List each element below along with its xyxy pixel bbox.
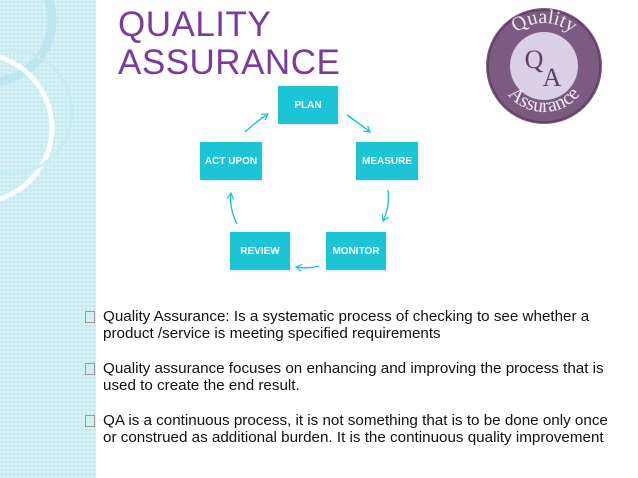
bullet-text: Quality assurance focuses on enhancing a… xyxy=(103,360,604,394)
bullet-text: Quality Assurance: Is a systematic proce… xyxy=(103,308,590,342)
logo-q-letter: Q xyxy=(525,45,544,74)
bullet-text: QA is a continuous process, it is not so… xyxy=(103,412,608,446)
arrow-monitor-to-review xyxy=(296,266,320,268)
page-title: QUALITY ASSURANCE xyxy=(118,6,340,82)
cycle-step-monitor: MONITOR xyxy=(326,232,386,270)
bullet-marker-icon xyxy=(85,363,95,375)
bullet-item: Quality Assurance: Is a systematic proce… xyxy=(83,308,623,342)
bullet-marker-icon xyxy=(85,311,95,323)
logo-inner-circle xyxy=(510,32,578,100)
bullet-list: Quality Assurance: Is a systematic proce… xyxy=(83,308,623,464)
cycle-step-measure: MEASURE xyxy=(356,142,418,180)
cycle-step-act-upon: ACT UPON xyxy=(200,142,262,180)
cycle-step-plan: PLAN xyxy=(278,86,338,124)
qa-logo: Quality Assurance Q A xyxy=(486,6,602,124)
arrow-review-to-act-upon xyxy=(231,193,238,225)
bullet-item: Quality assurance focuses on enhancing a… xyxy=(83,360,623,394)
arrow-plan-to-measure xyxy=(346,114,370,132)
logo-a-letter: A xyxy=(543,63,562,92)
title-line-2: ASSURANCE xyxy=(118,43,341,82)
bullet-marker-icon xyxy=(85,415,95,427)
title-line-1: QUALITY xyxy=(118,5,272,44)
cycle-step-review: REVIEW xyxy=(230,232,290,270)
arrow-measure-to-monitor xyxy=(383,189,390,221)
decorative-rings xyxy=(0,0,74,202)
bullet-item: QA is a continuous process, it is not so… xyxy=(83,412,623,446)
arrow-act-upon-to-plan xyxy=(244,114,268,133)
